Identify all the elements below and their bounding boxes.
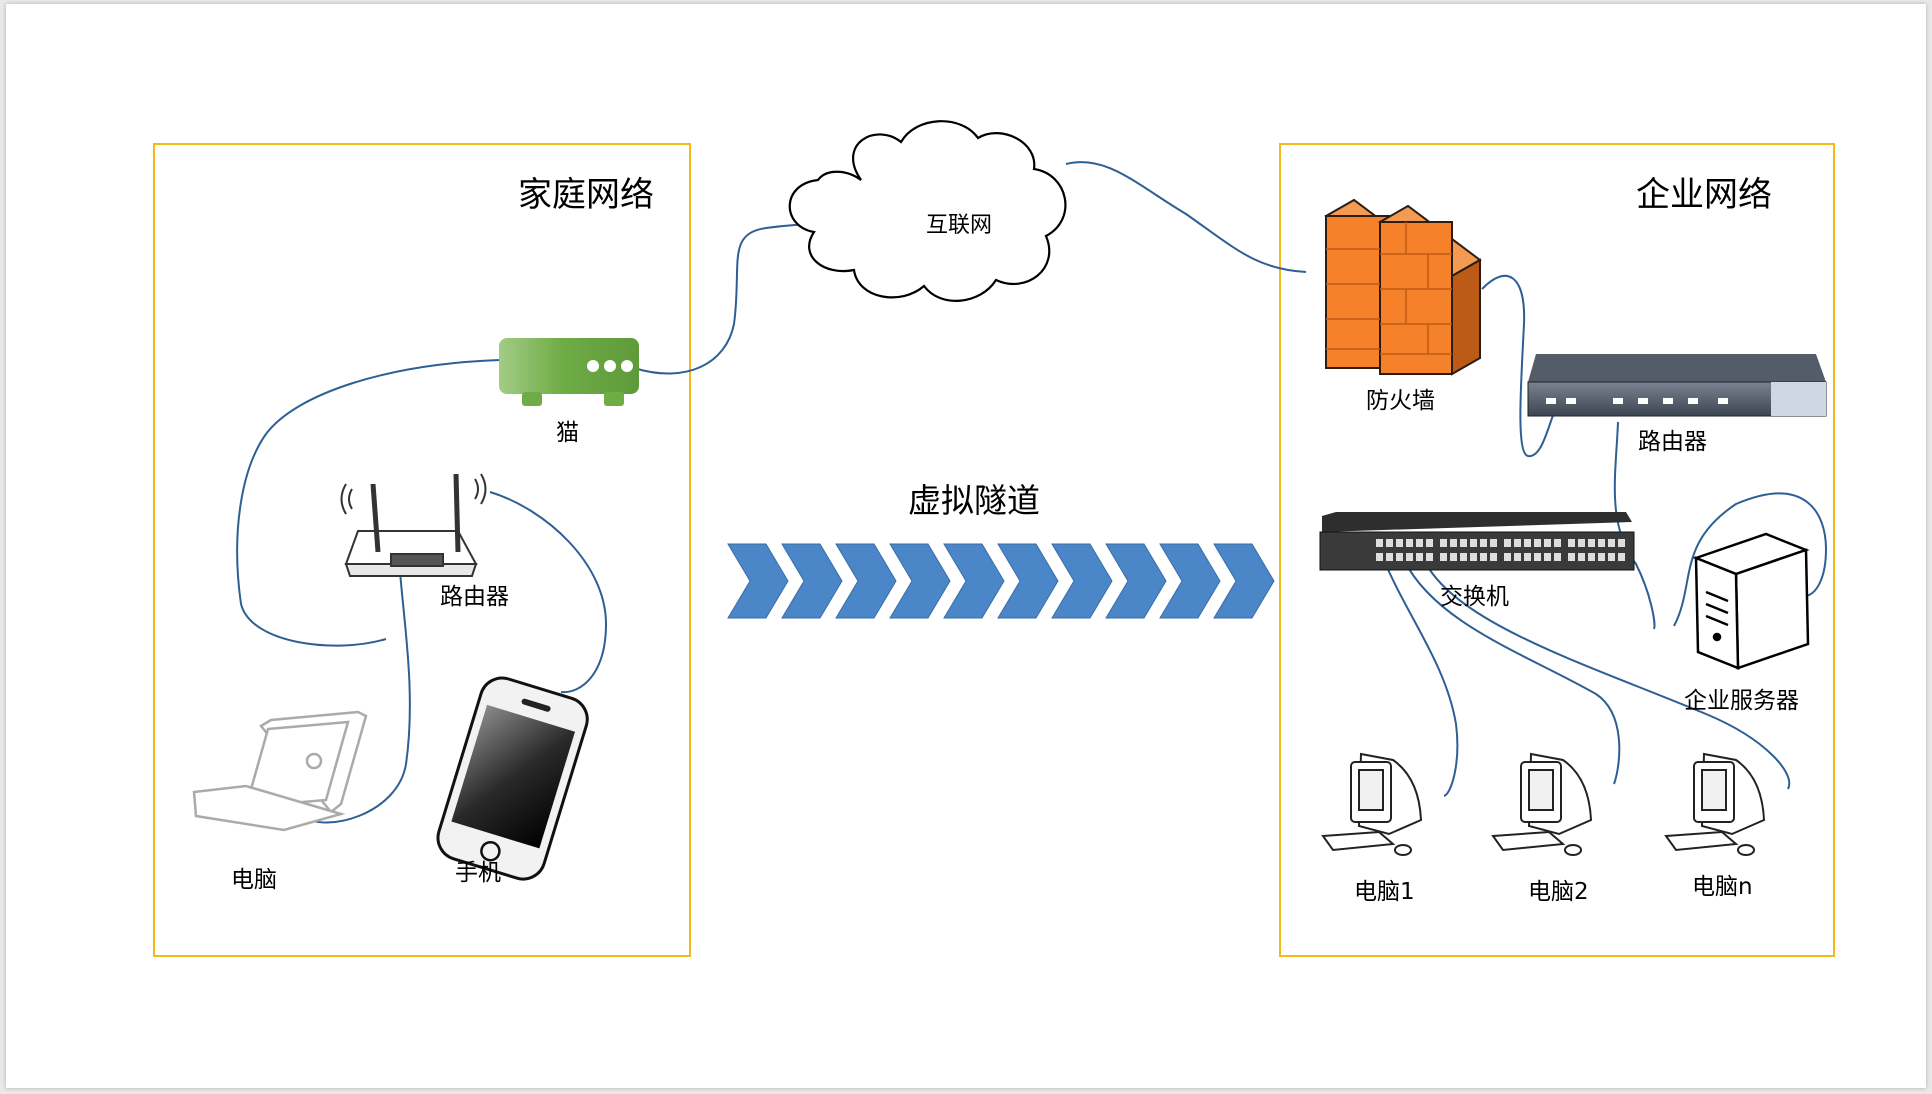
pc1-label: 电脑1 bbox=[1354, 879, 1415, 905]
desktop-pc-icon bbox=[1664, 752, 1766, 856]
wire-router-laptop bbox=[301, 570, 411, 824]
modem-label: 猫 bbox=[556, 420, 579, 446]
tunnel-chevron bbox=[781, 543, 843, 619]
tunnel-chevron bbox=[1159, 543, 1221, 619]
enterprise-network-title: 企业网络 bbox=[1636, 175, 1772, 215]
network-switch-icon bbox=[1319, 512, 1635, 571]
pc2-label: 电脑2 bbox=[1528, 879, 1589, 905]
desktop-pc-icon bbox=[1321, 752, 1423, 856]
enterprise-network-frame bbox=[1279, 143, 1835, 957]
internet-label: 互联网 bbox=[926, 213, 992, 238]
tunnel-chevron bbox=[943, 543, 1005, 619]
laptop-label: 电脑 bbox=[231, 867, 277, 893]
wifi-router-icon bbox=[340, 473, 487, 577]
tunnel-chevron bbox=[727, 543, 789, 619]
wire-cloud-firewall bbox=[1065, 161, 1307, 273]
network-diagram: 家庭网络 企业网络 互联网 猫 路由器 电脑 bbox=[153, 120, 1835, 957]
wire-router-phone bbox=[489, 491, 608, 694]
smartphone-icon bbox=[436, 676, 589, 881]
tunnel-chevron bbox=[889, 543, 951, 619]
enterprise-router-label: 路由器 bbox=[1638, 429, 1707, 455]
wire-server bbox=[1673, 492, 1828, 627]
modem-icon bbox=[499, 338, 639, 406]
server-label: 企业服务器 bbox=[1684, 688, 1799, 714]
wire-switch-pc1 bbox=[1383, 559, 1459, 797]
wire-switch-pc2 bbox=[1403, 559, 1621, 785]
tunnel-chevron bbox=[1051, 543, 1113, 619]
tunnel-label: 虚拟隧道 bbox=[908, 481, 1040, 520]
wire-modem-cloud bbox=[633, 223, 822, 375]
internet-cloud-icon bbox=[788, 120, 1067, 302]
switch-label: 交换机 bbox=[1440, 584, 1509, 610]
home-network-title: 家庭网络 bbox=[518, 175, 654, 215]
tunnel-arrow bbox=[727, 543, 1275, 619]
home-router-label: 路由器 bbox=[440, 584, 509, 610]
tunnel-chevron bbox=[997, 543, 1059, 619]
wire-modem-laptop bbox=[236, 359, 501, 647]
firewall-icon bbox=[1324, 198, 1482, 376]
pcn-label: 电脑n bbox=[1692, 874, 1753, 900]
tunnel-chevron bbox=[835, 543, 897, 619]
tunnel-chevron bbox=[1105, 543, 1167, 619]
slide: 家庭网络 企业网络 互联网 猫 路由器 电脑 bbox=[6, 4, 1926, 1088]
tunnel-chevron bbox=[1213, 543, 1275, 619]
laptop-icon bbox=[192, 710, 368, 832]
home-network-frame bbox=[153, 143, 691, 957]
wire-firewall-router bbox=[1481, 274, 1562, 457]
wire-switch-pcn bbox=[1423, 559, 1791, 790]
desktop-pc-icon bbox=[1491, 752, 1593, 856]
enterprise-router-icon bbox=[1527, 354, 1827, 417]
firewall-label: 防火墙 bbox=[1366, 388, 1435, 414]
connection-wires bbox=[236, 161, 1828, 824]
phone-label: 手机 bbox=[455, 860, 501, 886]
server-icon bbox=[1692, 532, 1810, 670]
